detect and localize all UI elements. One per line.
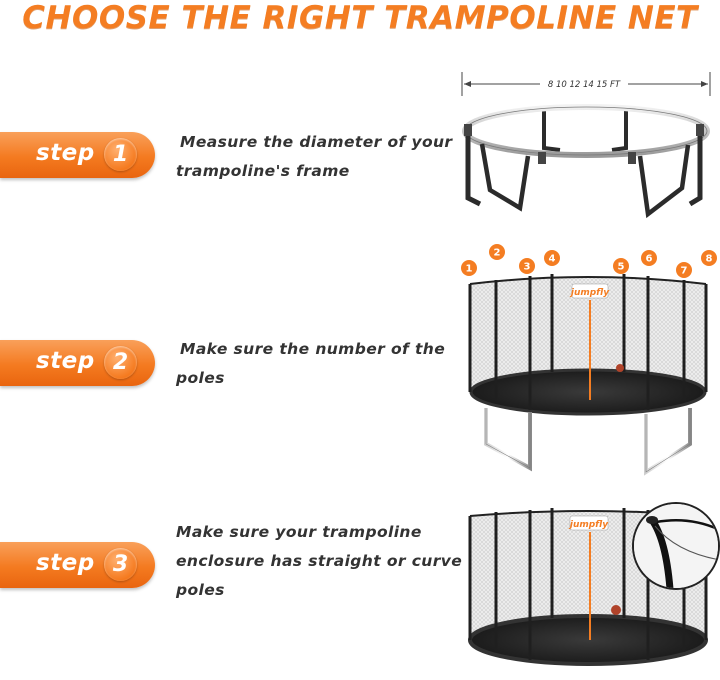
frame-dimension-label: 8 10 12 14 15 FT bbox=[548, 80, 621, 90]
step-1-description: Measure the diameter of your trampoline'… bbox=[176, 128, 452, 186]
frame-dimension-indicator: 8 10 12 14 15 FT bbox=[461, 72, 711, 96]
svg-text:5: 5 bbox=[618, 262, 625, 273]
pole-number-7: 7 bbox=[676, 262, 692, 278]
trampoline-poles-image: jumpfly bbox=[468, 274, 708, 476]
step-2-word: step bbox=[36, 348, 95, 374]
step-3-line-3: poles bbox=[176, 581, 225, 599]
pole-number-5: 5 bbox=[613, 258, 629, 274]
svg-text:6: 6 bbox=[646, 254, 653, 265]
step-3-line-2: enclosure has straight or curve bbox=[176, 552, 463, 570]
pole-number-1: 1 bbox=[461, 260, 477, 276]
step-2-badge: step 2 bbox=[0, 340, 155, 386]
pole-number-markers: 1 2 3 4 5 6 7 8 bbox=[461, 244, 717, 278]
pole-number-8: 8 bbox=[701, 250, 717, 266]
step-1-word: step bbox=[36, 140, 95, 166]
brand-label-3: jumpfly bbox=[568, 520, 609, 530]
svg-text:1: 1 bbox=[466, 264, 473, 275]
step-2-line-1: Make sure the number of the bbox=[180, 340, 446, 358]
step-3-description: Make sure your trampoline enclosure has … bbox=[176, 518, 462, 605]
pole-number-4: 4 bbox=[544, 250, 560, 266]
trampoline-frame-image bbox=[462, 104, 710, 219]
pole-number-3: 3 bbox=[519, 258, 535, 274]
step-2-line-2: poles bbox=[176, 369, 225, 387]
pole-number-2: 2 bbox=[489, 244, 505, 260]
page-title: CHOOSE THE RIGHT TRAMPOLINE NET bbox=[22, 0, 698, 36]
step-1-number: 1 bbox=[104, 138, 137, 171]
step-2-description: Make sure the number of the poles bbox=[176, 335, 445, 393]
step-3-line-1: Make sure your trampoline bbox=[176, 523, 422, 541]
step-3-word: step bbox=[36, 550, 95, 576]
svg-text:7: 7 bbox=[681, 266, 688, 277]
step-1-line-1: Measure the diameter of your bbox=[180, 133, 453, 151]
pole-closeup-inset bbox=[632, 502, 720, 590]
svg-text:8: 8 bbox=[706, 254, 713, 265]
step-2-number: 2 bbox=[104, 346, 137, 379]
step-1-line-2: trampoline's frame bbox=[176, 162, 350, 180]
svg-text:2: 2 bbox=[494, 248, 501, 259]
svg-text:4: 4 bbox=[549, 254, 556, 265]
step-3-number: 3 bbox=[104, 548, 137, 581]
pole-number-6: 6 bbox=[641, 250, 657, 266]
step-1-badge: step 1 bbox=[0, 132, 155, 178]
brand-label-2: jumpfly bbox=[569, 288, 610, 298]
step-3-badge: step 3 bbox=[0, 542, 155, 588]
svg-text:3: 3 bbox=[524, 262, 531, 273]
